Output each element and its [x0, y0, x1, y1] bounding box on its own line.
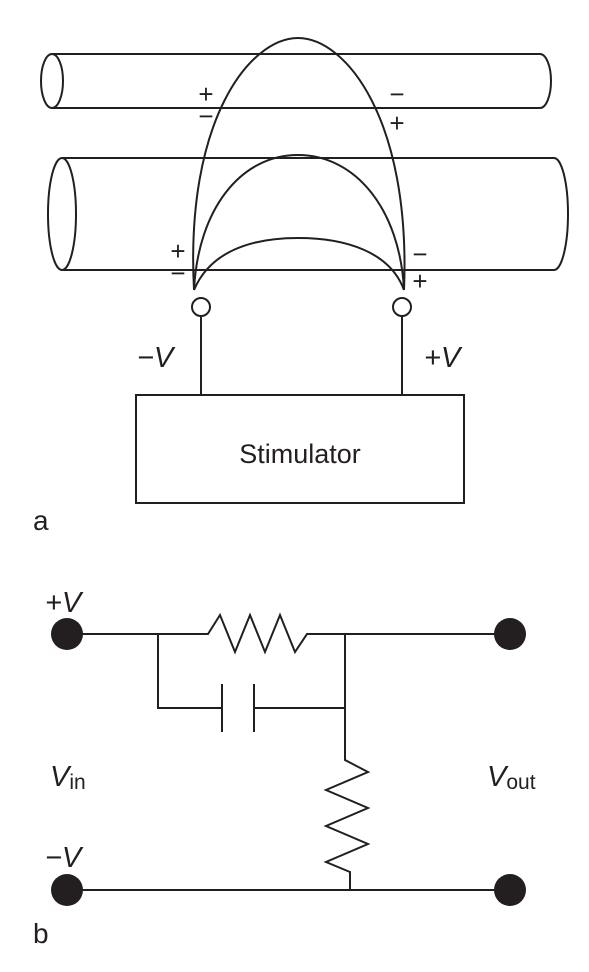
lower-nerve-fiber-end [47, 157, 77, 271]
panel-b-circuit: +V −V Vin Vout b [33, 587, 536, 949]
panel-a-diagram: Stimulator −V +V + − − + + − − + a [33, 36, 569, 536]
series-resistor [67, 612, 510, 655]
right-voltage-label: +V [424, 342, 463, 374]
vout-label: Vout [487, 761, 536, 794]
stimulator-label: Stimulator [239, 439, 361, 469]
lower-nerve-fiber [62, 157, 569, 271]
capacitor-branch-wire-left [157, 634, 222, 709]
upper-nerve-fiber [52, 53, 552, 109]
left-voltage-label: −V [137, 342, 176, 374]
stimulator-box [135, 394, 465, 504]
lower-right-minus: − [412, 239, 427, 269]
shunt-resistor [323, 634, 371, 890]
upper-left-minus: − [198, 101, 213, 131]
right-electrode [392, 297, 412, 317]
left-electrode [191, 297, 211, 317]
upper-nerve-fiber-end [40, 53, 64, 109]
vin-main: V [50, 761, 72, 793]
panel-a-label: a [33, 505, 49, 536]
vin-subscript: in [69, 771, 85, 794]
panel-b-label: b [33, 918, 49, 949]
lower-right-plus: + [412, 266, 427, 296]
middle-current-arc [193, 153, 405, 291]
vout-subscript: out [506, 771, 535, 794]
vout-main: V [487, 761, 509, 793]
lower-left-minus: − [170, 258, 185, 288]
outer-current-arc [192, 36, 406, 291]
upper-right-plus: + [389, 108, 404, 138]
upper-left-plus: + [198, 79, 213, 109]
lower-left-plus: + [170, 236, 185, 266]
upper-right-minus: − [389, 79, 404, 109]
vin-label: Vin [50, 761, 86, 794]
inner-current-arc [193, 236, 405, 291]
bottom-voltage-label: −V [45, 842, 84, 874]
top-voltage-label: +V [45, 587, 84, 619]
